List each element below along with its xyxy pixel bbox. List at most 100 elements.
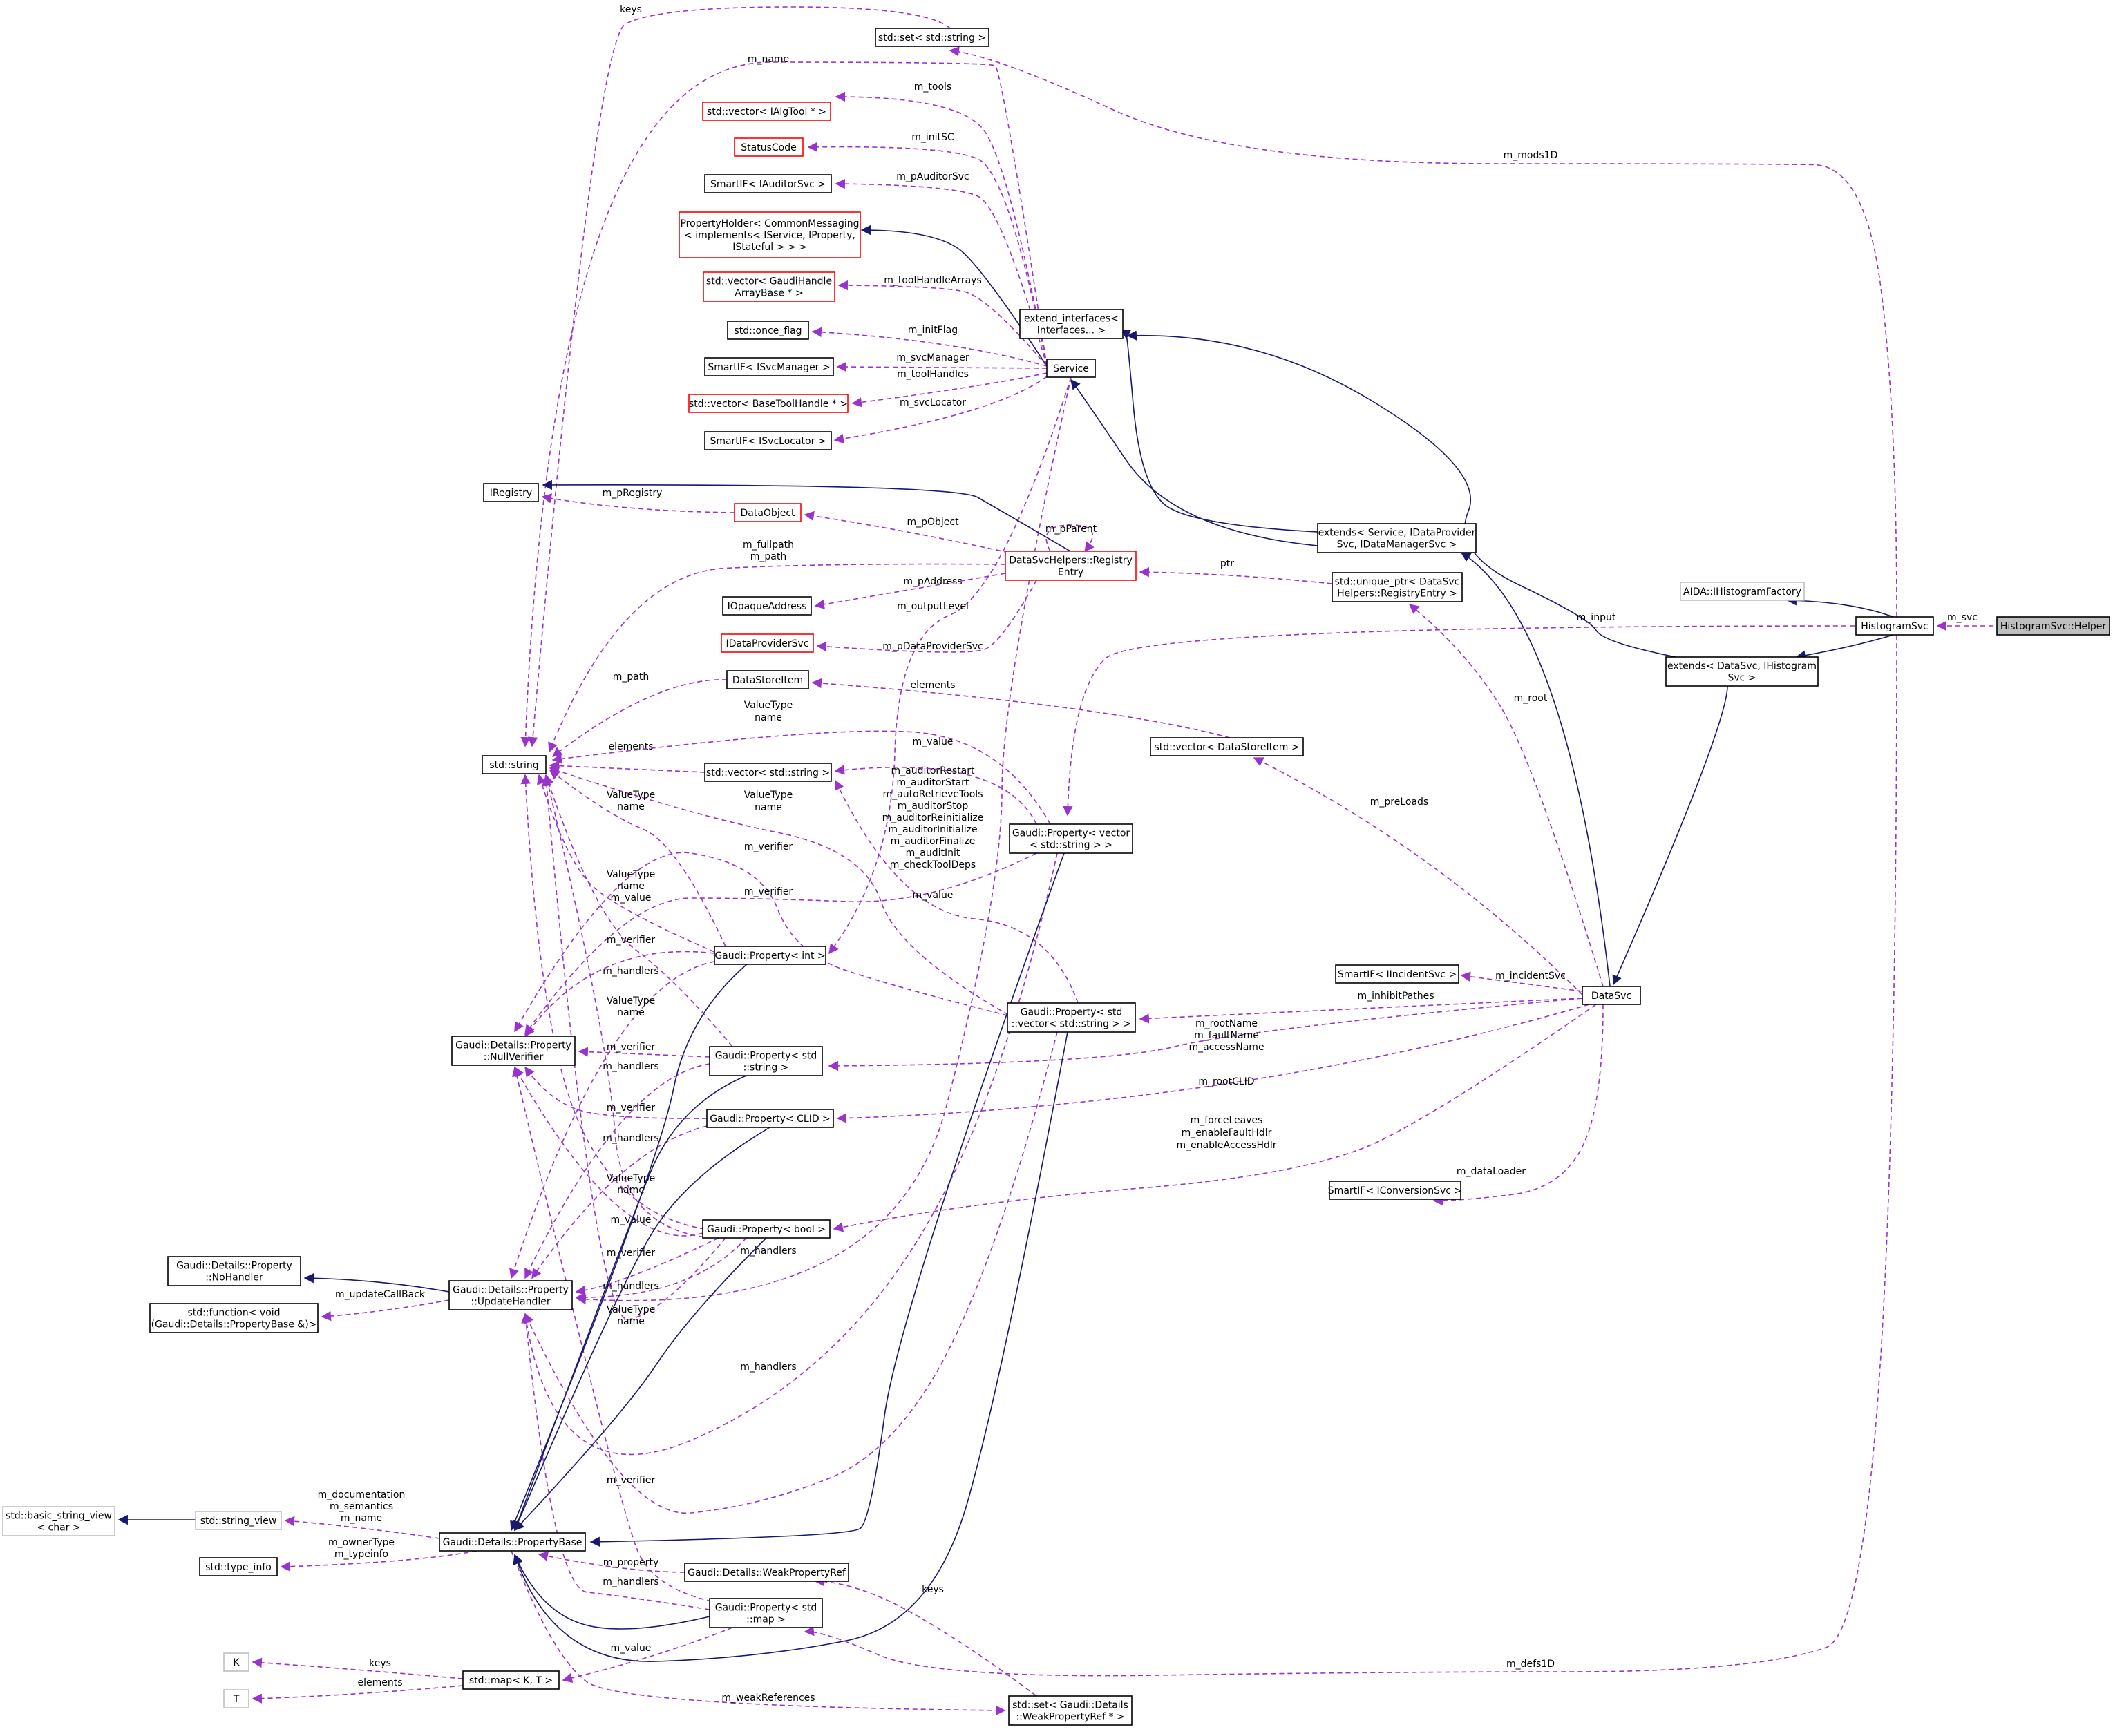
class-node-helper[interactable]: HistogramSvc::Helper — [1996, 616, 2110, 636]
edge-label: name — [755, 712, 782, 723]
class-node-dataobject[interactable]: DataObject — [734, 503, 802, 522]
class-box — [734, 137, 804, 157]
class-node-propholder[interactable]: PropertyHolder< CommonMessaging< impleme… — [679, 211, 861, 258]
edge-e1-usage: m_svc — [1936, 612, 1993, 631]
edge-label: m_documentation — [318, 1489, 406, 1500]
class-node-extiface[interactable]: extend_interfaces<Interfaces... > — [1019, 309, 1124, 339]
edge-label: m_verifier — [607, 935, 656, 946]
class-node-idataprov[interactable]: IDataProviderSvc — [721, 633, 814, 653]
class-label: StatusCode — [741, 142, 796, 153]
class-node-propint[interactable]: Gaudi::Property< int > — [714, 946, 826, 965]
class-node-mapKT[interactable]: std::map< K, T > — [462, 1670, 560, 1690]
class-node-T[interactable]: T — [223, 1689, 249, 1708]
class-node-setstring[interactable]: std::set< std::string > — [875, 28, 989, 47]
class-label: Gaudi::Property< bool > — [707, 1224, 826, 1235]
edge-e16-usage: m_inhibitPathes — [1139, 991, 1583, 1024]
edge-line — [807, 142, 1048, 367]
class-node-propstdvec[interactable]: Gaudi::Property< std::vector< std::strin… — [1007, 1002, 1136, 1033]
class-node-nohandler[interactable]: Gaudi::Details::Property::NoHandler — [167, 1256, 301, 1286]
edge-line — [1070, 379, 1318, 546]
class-node-propbool[interactable]: Gaudi::Property< bool > — [702, 1219, 831, 1239]
edge-e36-usage: m_pObject — [804, 511, 1010, 553]
class-box — [1582, 986, 1641, 1005]
class-node-sifconv[interactable]: SmartIF< IConversionSvc > — [1328, 1181, 1462, 1200]
edge-e81-inheritance — [513, 1127, 770, 1532]
class-node-vecstring[interactable]: std::vector< std::string > — [704, 763, 832, 782]
edge-line — [549, 766, 1016, 1020]
class-node-vecbasetool[interactable]: std::vector< BaseToolHandle * > — [688, 394, 849, 413]
class-node-service[interactable]: Service — [1046, 359, 1096, 378]
class-node-extservice[interactable]: extends< Service, IDataProviderSvc, IDat… — [1317, 523, 1477, 553]
class-node-regentry[interactable]: DataSvcHelpers::RegistryEntry — [1005, 551, 1137, 581]
class-node-propstdstr[interactable]: Gaudi::Property< std::string > — [709, 1046, 823, 1076]
class-node-typeinfo[interactable]: std::type_info — [199, 1557, 278, 1576]
edge-label: m_pAuditorSvc — [896, 171, 969, 182]
class-node-datastoreitem[interactable]: DataStoreItem — [726, 670, 809, 689]
edge-e5-usage: m_mods1D — [949, 46, 1897, 618]
edge-e37-usage: m_pParent — [1045, 524, 1097, 553]
edge-label: m_verifier — [607, 1248, 656, 1259]
class-label: K — [233, 1657, 240, 1668]
class-node-vecalgtool[interactable]: std::vector< IAlgTool * > — [702, 102, 831, 121]
class-node-datasvc[interactable]: DataSvc — [1582, 986, 1641, 1005]
class-node-weakref[interactable]: Gaudi::Details::WeakPropertyRef — [684, 1563, 849, 1582]
edge-label: m_verifier — [744, 886, 793, 897]
edge-line — [521, 1313, 710, 1610]
class-node-sifsvcloc[interactable]: SmartIF< ISvcLocator > — [704, 431, 832, 450]
edge-label: m_autoRetrieveTools — [883, 789, 983, 800]
edge-label: m_path — [750, 551, 786, 562]
edge-e56-usage: m_handlers — [524, 1061, 710, 1279]
class-node-vecdsi[interactable]: std::vector< DataStoreItem > — [1150, 737, 1304, 756]
edge-e13-usage: ptr — [1139, 558, 1333, 584]
edge-label: m_handlers — [603, 966, 658, 977]
class-label: < implements< IService, IProperty, — [684, 230, 855, 241]
class-node-onceflag[interactable]: std::once_flag — [727, 321, 809, 340]
class-node-sifincident[interactable]: SmartIF< IIncidentSvc > — [1335, 964, 1459, 984]
class-node-iregistry[interactable]: IRegistry — [483, 483, 539, 502]
class-node-updatehandler[interactable]: Gaudi::Details::Property::UpdateHandler — [448, 1280, 573, 1310]
edge-line — [541, 493, 735, 513]
edge-e84-inheritance — [513, 1031, 1068, 1662]
edge-e86-usage: m_verifier — [524, 1031, 1058, 1514]
edge-label: elements — [910, 680, 955, 691]
class-node-K[interactable]: K — [223, 1652, 249, 1672]
class-node-stdstring[interactable]: std::string — [482, 755, 547, 774]
edge-e21-usage: keys — [527, 4, 951, 747]
class-label: std::type_info — [205, 1562, 272, 1573]
class-node-sifauditor[interactable]: SmartIF< IAuditorSvc > — [704, 174, 832, 193]
edge-line — [549, 770, 726, 947]
class-node-nullverifier[interactable]: Gaudi::Details::Property::NullVerifier — [451, 1036, 576, 1066]
node-layer: HistogramSvc::Helper HistogramSvc AIDA::IH… — [2, 28, 2110, 1726]
class-node-basicsv[interactable]: std::basic_string_view< char > — [2, 1506, 115, 1536]
class-label: Gaudi::Property< CLID > — [710, 1114, 831, 1125]
class-box — [2, 1506, 115, 1536]
class-node-opaque[interactable]: IOpaqueAddress — [722, 596, 812, 616]
class-node-propmap[interactable]: Gaudi::Property< std::map > — [709, 1598, 823, 1628]
class-label: Gaudi::Property< vector — [1012, 828, 1130, 839]
class-node-sifsvcmgr[interactable]: SmartIF< ISvcManager > — [704, 357, 834, 376]
class-node-histsvc[interactable]: HistogramSvc — [1855, 616, 1934, 636]
class-node-stdfunction[interactable]: std::function< void(Gaudi::Details::Prop… — [149, 1303, 319, 1333]
class-node-aida[interactable]: AIDA::IHistogramFactory — [1680, 582, 1805, 601]
class-node-propclid[interactable]: Gaudi::Property< CLID > — [706, 1109, 834, 1128]
edge-label: m_root — [1514, 693, 1548, 704]
edge-line — [575, 1237, 719, 1296]
class-node-uniqueptr[interactable]: std::unique_ptr< DataSvcHelpers::Registr… — [1332, 572, 1463, 602]
edge-label: m_name — [341, 1513, 382, 1524]
edge-e31-usage: m_svcLocator — [833, 376, 1048, 444]
class-box — [875, 28, 989, 47]
edge-label: elements — [357, 1677, 402, 1688]
class-box — [223, 1689, 249, 1708]
edge-line — [524, 852, 1037, 1036]
edge-label: m_updateCallBack — [335, 1289, 426, 1300]
class-node-statuscode[interactable]: StatusCode — [734, 137, 804, 157]
edge-label: m_verifier — [744, 841, 793, 852]
class-node-setweak[interactable]: std::set< Gaudi::Details::WeakPropertyRe… — [1008, 1695, 1133, 1726]
class-node-stringview[interactable]: std::string_view — [195, 1511, 282, 1530]
class-node-propbase[interactable]: Gaudi::Details::PropertyBase — [439, 1532, 586, 1552]
class-label: DataSvcHelpers::Registry — [1009, 555, 1133, 566]
class-node-propvecstr[interactable]: Gaudi::Property< vector< std::string > > — [1009, 823, 1133, 854]
